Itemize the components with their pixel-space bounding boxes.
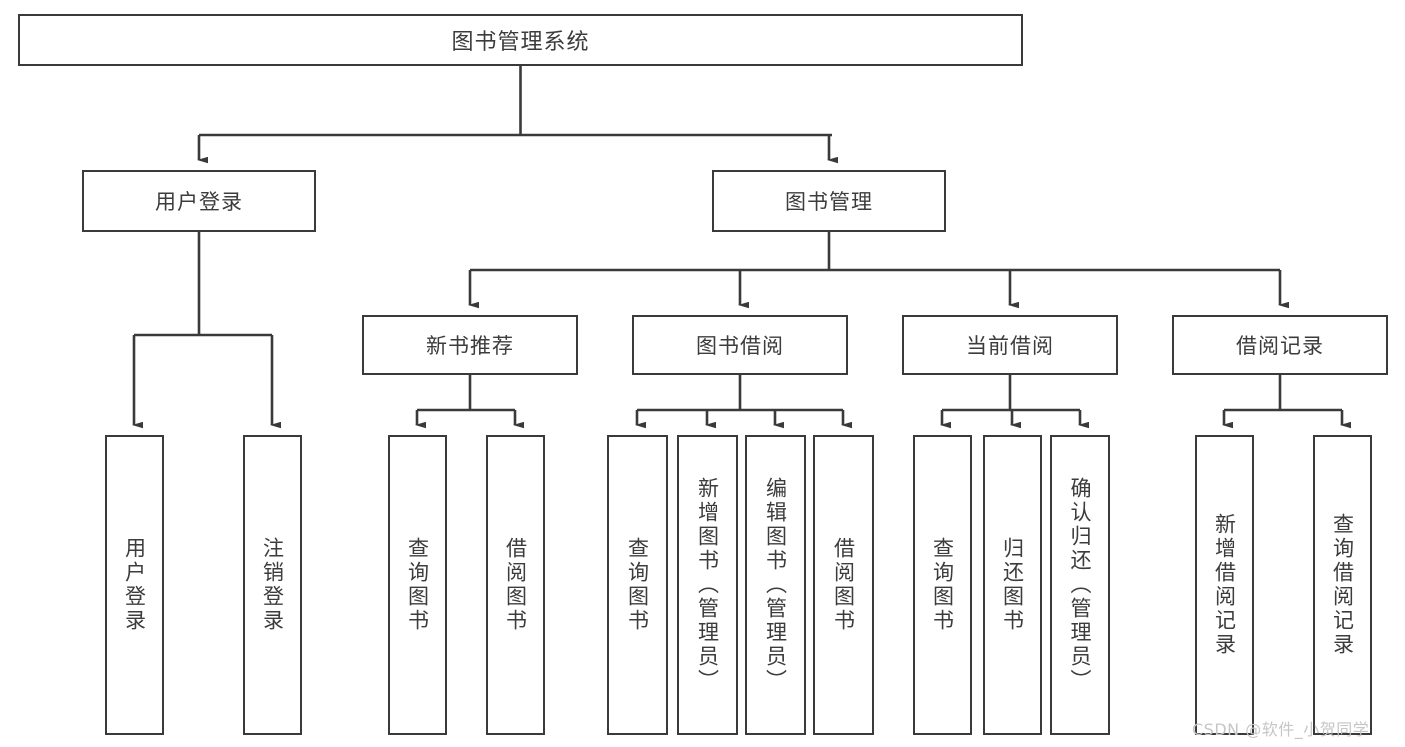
leaf-label: 借阅图书 (831, 537, 856, 633)
node-level3-1[interactable]: 图书借阅 (632, 315, 848, 375)
node-leaf-7[interactable]: 借阅图书 (813, 435, 874, 735)
leaf-label: 查询借阅记录 (1330, 513, 1355, 657)
leaf-label: 查询图书 (405, 537, 430, 633)
node-level3-2[interactable]: 当前借阅 (902, 315, 1118, 375)
leaf-label: 归还图书 (1000, 537, 1025, 633)
leaf-label: 查询图书 (930, 537, 955, 633)
node-leaf-0[interactable]: 用户登录 (105, 435, 164, 735)
node-level2-0[interactable]: 用户登录 (82, 170, 316, 232)
node-leaf-3[interactable]: 借阅图书 (486, 435, 545, 735)
node-leaf-4[interactable]: 查询图书 (607, 435, 668, 735)
leaf-label: 注销登录 (260, 537, 285, 633)
node-level2-1[interactable]: 图书管理 (712, 170, 946, 232)
leaf-label: 确认归还（管理员） (1068, 477, 1093, 693)
node-level3-0[interactable]: 新书推荐 (362, 315, 578, 375)
leaf-label: 编辑图书（管理员） (763, 477, 788, 693)
node-leaf-9[interactable]: 归还图书 (983, 435, 1042, 735)
node-leaf-8[interactable]: 查询图书 (913, 435, 972, 735)
node-leaf-11[interactable]: 新增借阅记录 (1195, 435, 1254, 735)
leaf-label: 查询图书 (625, 537, 650, 633)
leaf-label: 用户登录 (122, 537, 147, 633)
node-leaf-5[interactable]: 新增图书（管理员） (677, 435, 738, 735)
node-level3-3[interactable]: 借阅记录 (1172, 315, 1388, 375)
node-leaf-1[interactable]: 注销登录 (243, 435, 302, 735)
node-root[interactable]: 图书管理系统 (18, 14, 1023, 66)
node-leaf-6[interactable]: 编辑图书（管理员） (745, 435, 806, 735)
leaf-label: 借阅图书 (503, 537, 528, 633)
node-leaf-2[interactable]: 查询图书 (388, 435, 447, 735)
leaf-label: 新增借阅记录 (1212, 513, 1237, 657)
leaf-label: 新增图书（管理员） (695, 477, 720, 693)
node-leaf-12[interactable]: 查询借阅记录 (1313, 435, 1372, 735)
node-leaf-10[interactable]: 确认归还（管理员） (1050, 435, 1110, 735)
